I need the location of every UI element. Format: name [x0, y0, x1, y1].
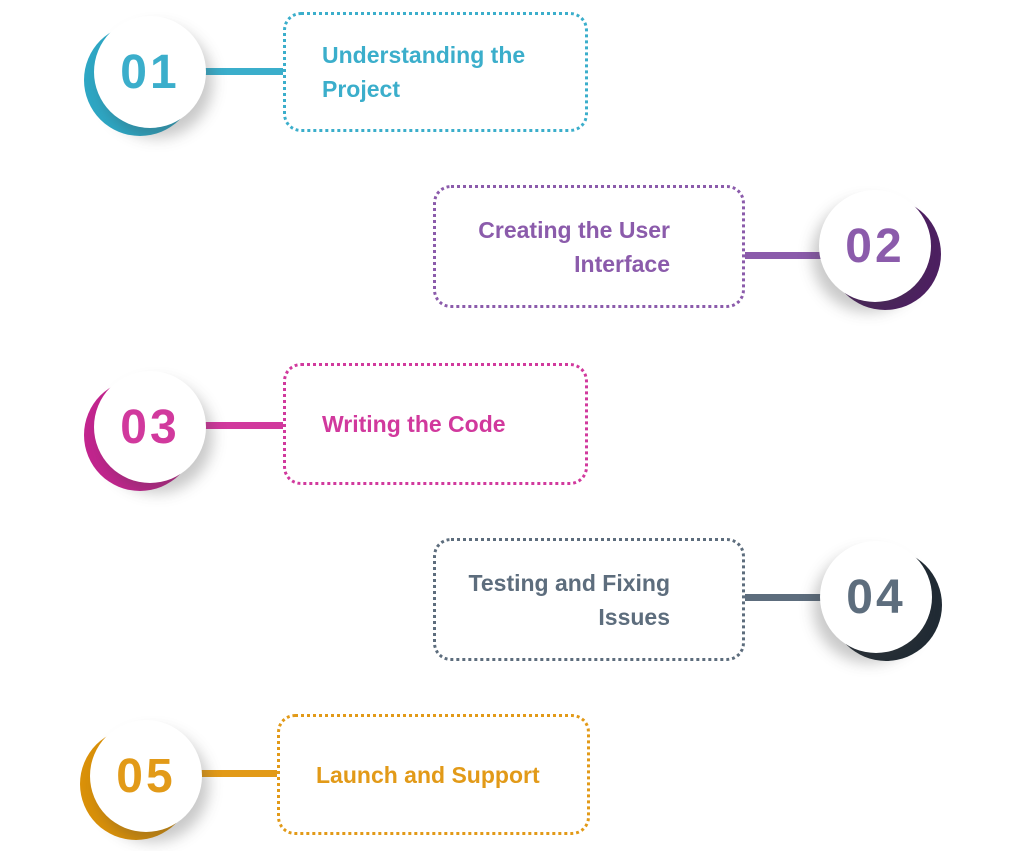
step-04-number-badge: 04: [820, 541, 942, 661]
step-03-number-badge: 03: [84, 371, 206, 491]
step-label-line: Writing the Code: [322, 411, 506, 437]
step-05-label-box: Launch and Support: [277, 714, 590, 835]
step-label-line: Project: [322, 76, 400, 102]
step-label: Creating the User Interface: [478, 213, 670, 281]
step-05-number-badge: 05: [80, 720, 202, 840]
step-label: Understanding the Project: [322, 38, 525, 106]
step-label: Testing and Fixing Issues: [469, 566, 670, 634]
connector-line: [196, 770, 288, 777]
step-label-line: Issues: [598, 603, 670, 630]
step-number: 02: [845, 219, 905, 273]
step-04-label-box: Testing and Fixing Issues: [433, 538, 745, 661]
number-circle: 02: [819, 190, 931, 302]
step-02-label-box: Creating the User Interface: [433, 185, 745, 308]
connector-line: [198, 68, 290, 75]
step-number: 03: [120, 400, 180, 454]
step-label-line: Testing and Fixing: [468, 569, 670, 596]
number-circle: 04: [820, 541, 932, 653]
step-label-line: Interface: [574, 250, 670, 277]
step-label: Writing the Code: [322, 407, 506, 441]
connector-line: [736, 252, 830, 259]
step-label: Launch and Support: [316, 758, 540, 792]
number-circle: 01: [94, 16, 206, 128]
step-number: 05: [116, 749, 176, 803]
step-03-label-box: Writing the Code: [283, 363, 588, 485]
step-label-line: Creating the User: [478, 216, 670, 243]
number-circle: 05: [90, 720, 202, 832]
connector-line: [198, 422, 290, 429]
number-circle: 03: [94, 371, 206, 483]
step-number: 01: [120, 45, 180, 99]
connector-line: [736, 594, 830, 601]
step-label-line: Understanding the: [322, 42, 526, 68]
step-01-label-box: Understanding the Project: [283, 12, 588, 132]
step-number: 04: [846, 570, 906, 624]
step-02-number-badge: 02: [819, 190, 941, 310]
step-label-line: Launch and Support: [316, 761, 540, 788]
step-01-number-badge: 01: [84, 16, 206, 136]
